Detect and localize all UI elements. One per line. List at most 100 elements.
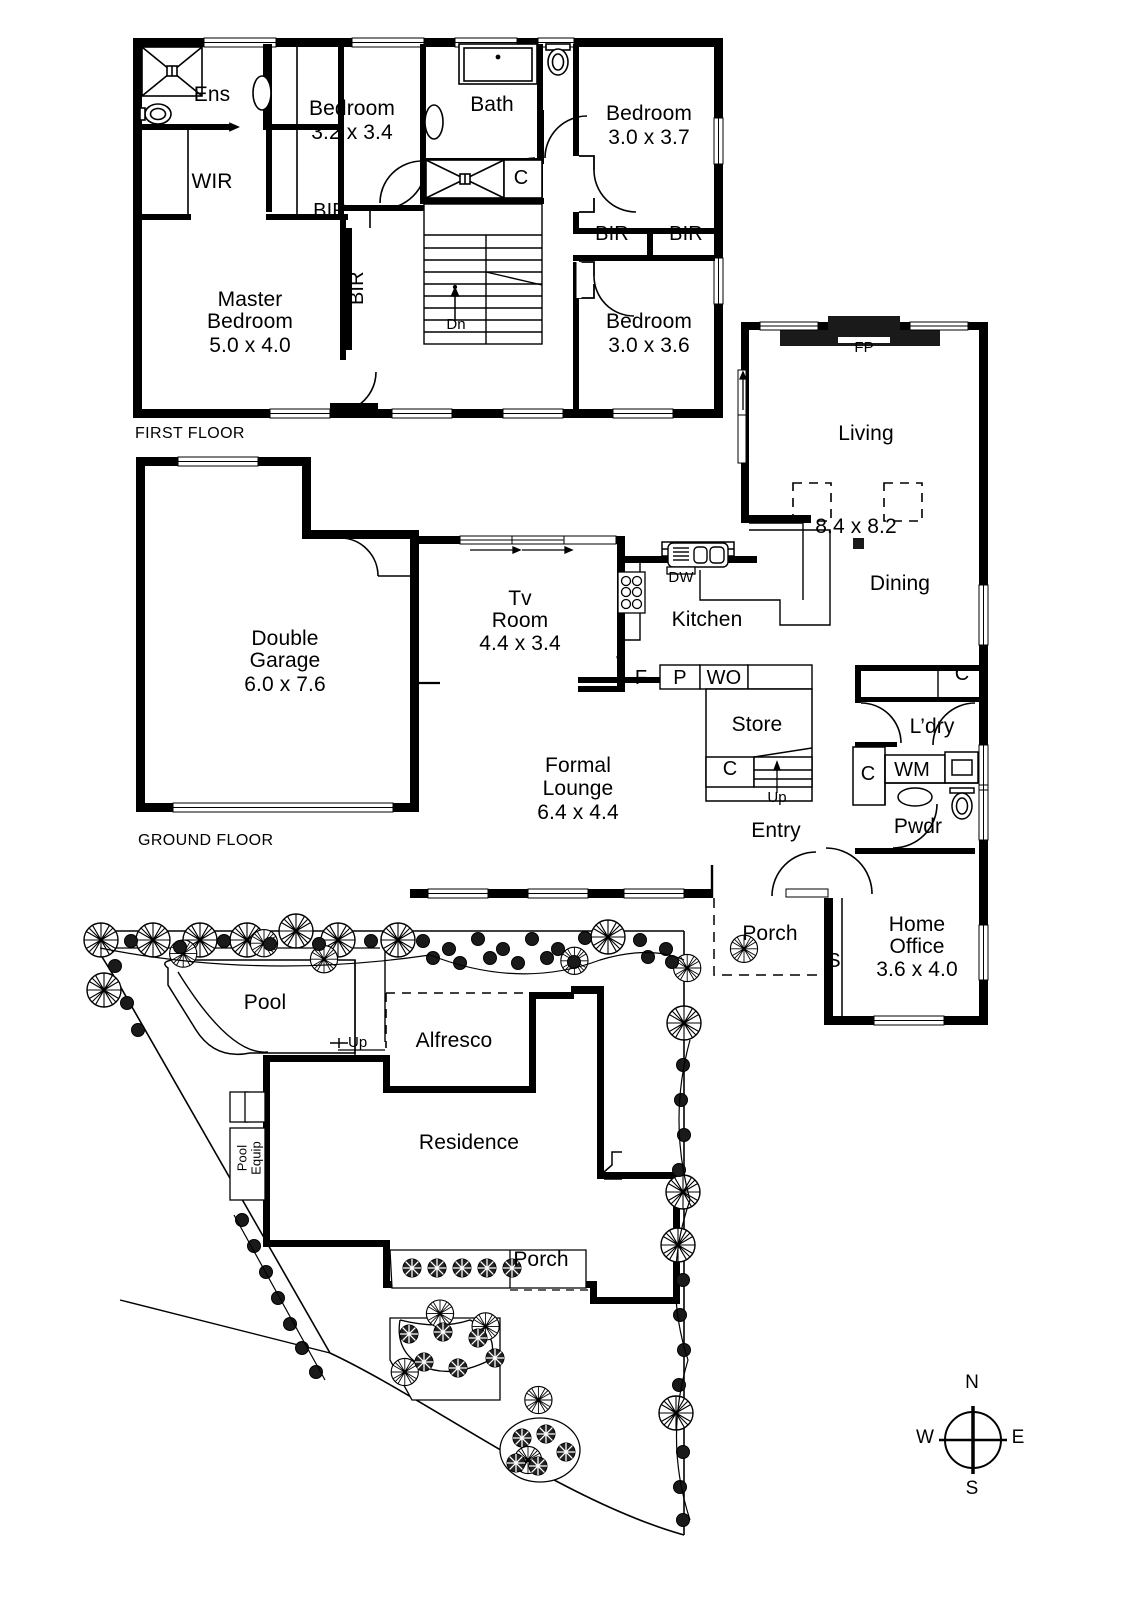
cabinet-run	[659, 664, 813, 690]
site-plan-drawing	[83, 913, 759, 1536]
window	[459, 535, 617, 545]
annotation-cupboard-powder: C	[860, 763, 876, 785]
room-label-entry: Entry	[751, 819, 801, 842]
annotation-wall-oven: WO	[706, 667, 742, 689]
room-label-tv-line2: Room	[491, 609, 549, 632]
room-label-office-line2: Office	[889, 935, 945, 958]
shower-fixture	[141, 46, 203, 97]
compass-label-west: W	[915, 1427, 935, 1448]
toilet-fixture	[139, 103, 172, 125]
window	[203, 37, 575, 48]
room-label-master-line1: Master	[217, 288, 283, 311]
room-label-porch-ground: Porch	[742, 922, 798, 945]
room-label-powder: Pwdr	[893, 815, 943, 838]
direction-arrow	[175, 122, 240, 132]
direction-arrow	[739, 370, 747, 410]
annotation-closet-c-stairs: C	[513, 167, 529, 189]
room-label-bedroom-4: Bedroom	[606, 310, 692, 333]
annotation-bir-bedroom3-left: BIR	[595, 223, 629, 245]
store-room	[705, 688, 813, 802]
door-leaf	[785, 888, 829, 898]
annotation-bir-bedroom3-right: BIR	[669, 223, 703, 245]
direction-arrow	[450, 284, 460, 320]
room-dims-office: 3.6 x 4.0	[876, 958, 958, 981]
annotation-stair-down: Dn	[446, 316, 466, 333]
room-label-bedroom-2: Bedroom	[309, 97, 395, 120]
ground-floor-caption: GROUND FLOOR	[138, 832, 274, 849]
cooktop-fixture	[617, 571, 646, 614]
room-dims-bedroom-2: 3.2 x 3.4	[311, 121, 393, 144]
window	[172, 456, 394, 813]
annotation-fridge: F	[634, 667, 648, 689]
furniture-outline	[792, 482, 923, 522]
room-label-bath: Bath	[470, 93, 514, 116]
compass-rose	[939, 1406, 1007, 1474]
annotation-dishwasher: DW	[668, 569, 694, 586]
room-label-tv-line1: Tv	[508, 587, 532, 610]
room-dims-living: 8.4 x 8.2	[815, 515, 897, 538]
annotation-store-s: S	[827, 950, 841, 972]
window	[759, 321, 969, 331]
window	[873, 1015, 945, 1026]
dishwasher-fixture	[666, 566, 696, 575]
room-label-dining: Dining	[869, 572, 931, 595]
annotation-bir-master-vertical: BIR	[345, 271, 368, 306]
room-label-bedroom-3: Bedroom	[606, 102, 692, 125]
cooktop-fixture	[667, 542, 729, 568]
site-label-residence: Residence	[418, 1131, 520, 1154]
window	[737, 369, 747, 464]
pool-shape	[164, 959, 356, 1056]
annotation-steps-up-pool: Up	[348, 1034, 368, 1051]
room-label-garage-line2: Garage	[249, 649, 321, 672]
annotation-fireplace: FP	[854, 339, 874, 356]
room-dims-bedroom-4: 3.0 x 3.6	[608, 334, 690, 357]
fireplace	[780, 316, 940, 346]
room-label-office-line1: Home	[888, 913, 946, 936]
room-label-store: Store	[731, 713, 783, 736]
room-label-wir: WIR	[191, 170, 233, 193]
pool-equip-box	[229, 1091, 266, 1201]
direction-arrow	[470, 546, 574, 554]
room-label-garage-line1: Double	[251, 627, 319, 650]
room-label-ens: Ens	[193, 83, 231, 106]
room-label-lounge-line2: Lounge	[542, 777, 614, 800]
furniture-outline	[853, 538, 864, 549]
ground-floor-plan	[136, 316, 989, 1026]
annotation-stair-up-ground: Up	[767, 789, 787, 806]
annotation-cupboard-store: C	[722, 758, 738, 780]
room-label-kitchen: Kitchen	[671, 608, 743, 631]
annotation-cupboard-laundry: C	[954, 663, 970, 685]
room-label-master-line2: Bedroom	[207, 310, 293, 333]
window	[269, 408, 674, 419]
direction-arrow	[330, 1038, 348, 1048]
room-label-living: Living	[838, 422, 894, 445]
window	[427, 888, 685, 899]
compass-label-east: E	[1011, 1427, 1025, 1448]
room-label-lounge-line1: Formal	[545, 754, 611, 777]
first-floor-plan	[133, 37, 724, 419]
room-dims-lounge: 6.4 x 4.4	[537, 801, 619, 824]
site-label-pool-equip-line2: Equip	[248, 1141, 264, 1175]
first-floor-caption: FIRST FLOOR	[135, 425, 245, 442]
room-dims-bedroom-3: 3.0 x 3.7	[608, 126, 690, 149]
toilet-fixture	[545, 43, 571, 76]
window	[713, 117, 724, 305]
compass-label-south: S	[965, 1478, 979, 1499]
room-dims-garage: 6.0 x 7.6	[244, 673, 326, 696]
room-label-laundry: L’dry	[909, 715, 955, 738]
direction-arrow	[773, 760, 781, 793]
toilet-fixture	[949, 787, 975, 820]
staircase	[423, 203, 543, 345]
site-label-porch: Porch	[513, 1248, 569, 1271]
basin-fixture	[252, 75, 272, 111]
site-label-pool: Pool	[243, 991, 287, 1014]
room-dims-master: 5.0 x 4.0	[209, 334, 291, 357]
site-label-alfresco: Alfresco	[415, 1029, 493, 1052]
room-dims-tv: 4.4 x 3.4	[479, 632, 561, 655]
window	[978, 744, 989, 841]
annotation-pantry: P	[673, 667, 687, 689]
direction-arrow	[616, 615, 624, 667]
annotation-washing-machine: WM	[894, 759, 930, 781]
